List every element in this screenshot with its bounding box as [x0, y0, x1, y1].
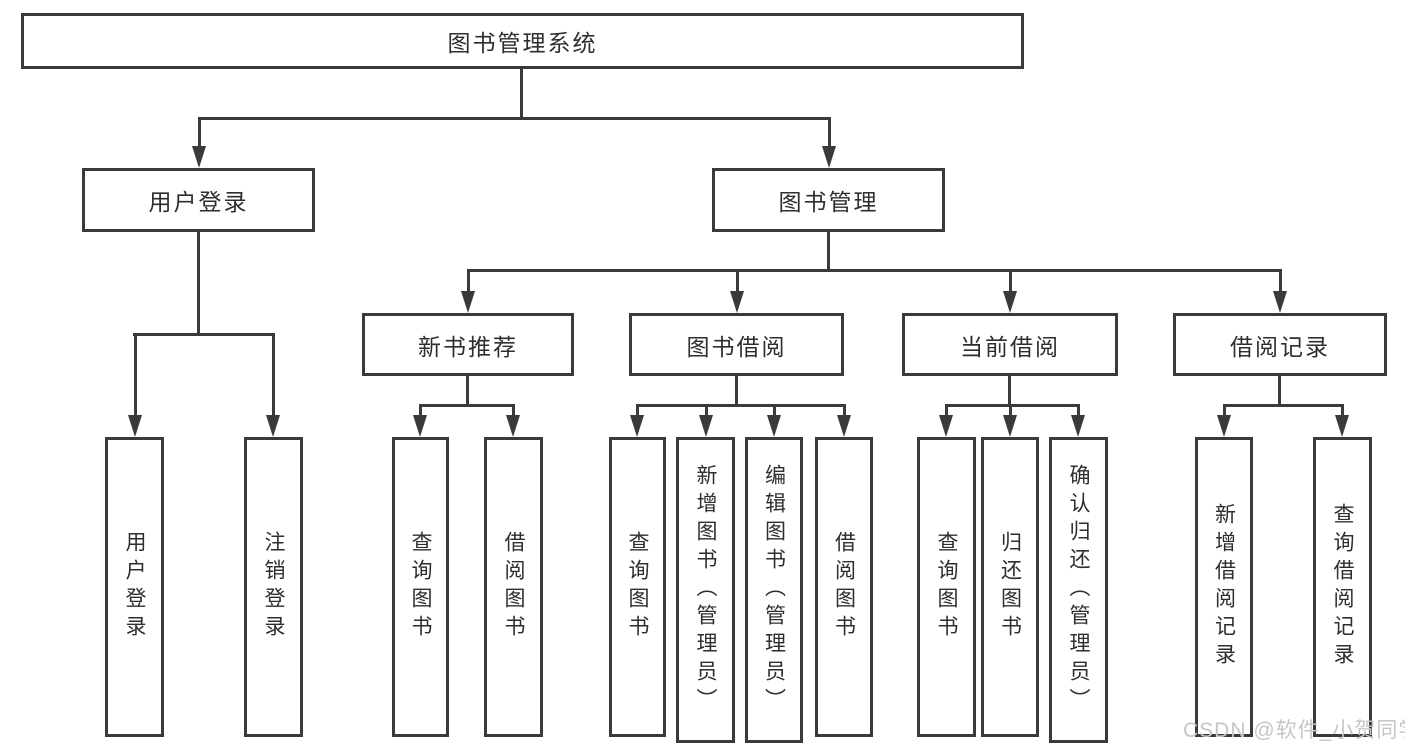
leaf-borrow-books-recommend: 借阅图书 [484, 437, 543, 737]
leaf-confirm-return-admin: 确认归还（管理员） [1049, 437, 1108, 743]
leaf-label: 新增图书（管理员） [694, 464, 717, 716]
connector-arrow-down [412, 404, 428, 437]
node-root: 图书管理系统 [21, 13, 1024, 69]
leaf-label: 用户登录 [123, 531, 146, 643]
connector-arrow-down [1334, 404, 1350, 437]
connector-line [945, 404, 1080, 407]
node-root-label: 图书管理系统 [447, 30, 598, 56]
leaf-borrow-books: 借阅图书 [815, 437, 873, 737]
leaf-query-books-borrow: 查询图书 [609, 437, 666, 737]
connector-arrow-down [836, 404, 852, 437]
leaf-add-borrow-record: 新增借阅记录 [1195, 437, 1253, 737]
node-current-borrow: 当前借阅 [902, 313, 1118, 376]
node-book-management: 图书管理 [712, 168, 945, 232]
node-user-login-label: 用户登录 [148, 189, 249, 215]
connector-line [520, 69, 523, 119]
leaf-label: 查询图书 [935, 531, 958, 643]
connector-line [133, 333, 274, 336]
leaf-label: 新增借阅记录 [1212, 503, 1236, 671]
connector-arrow-down [766, 404, 782, 437]
csdn-watermark: CSDN @软件_小贺同学 [1183, 719, 1405, 742]
leaf-query-books-current: 查询图书 [917, 437, 976, 737]
connector-line [735, 376, 738, 406]
connector-line [1223, 404, 1343, 407]
node-borrow-records-label: 借阅记录 [1230, 333, 1330, 360]
connector-line [1008, 376, 1011, 406]
connector-line [198, 117, 831, 120]
connector-line [1278, 376, 1281, 406]
leaf-label: 注销登录 [262, 531, 285, 643]
node-current-borrow-label: 当前借阅 [960, 333, 1060, 360]
connector-arrow-down [1272, 269, 1288, 313]
connector-arrow-down [127, 333, 143, 437]
connector-line [827, 232, 830, 271]
connector-line [636, 404, 846, 407]
connector-arrow-down [629, 404, 645, 437]
leaf-add-books-admin: 新增图书（管理员） [676, 437, 735, 743]
leaf-label: 查询图书 [409, 531, 432, 643]
leaf-label: 编辑图书（管理员） [762, 464, 786, 716]
leaf-label: 归还图书 [998, 531, 1022, 643]
leaf-return-books: 归还图书 [981, 437, 1039, 737]
leaf-logout-login: 注销登录 [244, 437, 303, 737]
connector-arrow-down [1002, 404, 1018, 437]
leaf-label: 查询借阅记录 [1331, 503, 1354, 671]
connector-arrow-down [938, 404, 954, 437]
leaf-edit-books-admin: 编辑图书（管理员） [745, 437, 803, 743]
connector-arrow-down [1002, 269, 1018, 313]
connector-arrow-down [191, 117, 207, 168]
connector-arrow-down [729, 269, 745, 313]
connector-arrow-down [821, 117, 837, 168]
node-book-borrow-label: 图书借阅 [686, 333, 787, 360]
connector-arrow-down [505, 404, 521, 437]
connector-line [197, 232, 200, 336]
leaf-label: 借阅图书 [502, 531, 525, 643]
connector-line [466, 376, 469, 406]
leaf-label: 确认归还（管理员） [1067, 464, 1090, 716]
connector-line [467, 269, 1282, 272]
node-book-management-label: 图书管理 [778, 189, 879, 215]
leaf-query-books-recommend: 查询图书 [392, 437, 449, 737]
leaf-user-login: 用户登录 [105, 437, 164, 737]
node-book-borrow: 图书借阅 [629, 313, 844, 376]
node-user-login: 用户登录 [82, 168, 315, 232]
node-borrow-records: 借阅记录 [1173, 313, 1387, 376]
connector-arrow-down [1216, 404, 1232, 437]
connector-line [419, 404, 515, 407]
node-new-book-recommend-label: 新书推荐 [418, 333, 518, 360]
connector-arrow-down [460, 269, 476, 313]
connector-arrow-down [698, 404, 714, 437]
leaf-query-borrow-record: 查询借阅记录 [1313, 437, 1372, 737]
node-new-book-recommend: 新书推荐 [362, 313, 574, 376]
connector-arrow-down [265, 333, 281, 437]
connector-arrow-down [1070, 404, 1086, 437]
leaf-label: 查询图书 [626, 531, 649, 643]
leaf-label: 借阅图书 [832, 531, 856, 643]
